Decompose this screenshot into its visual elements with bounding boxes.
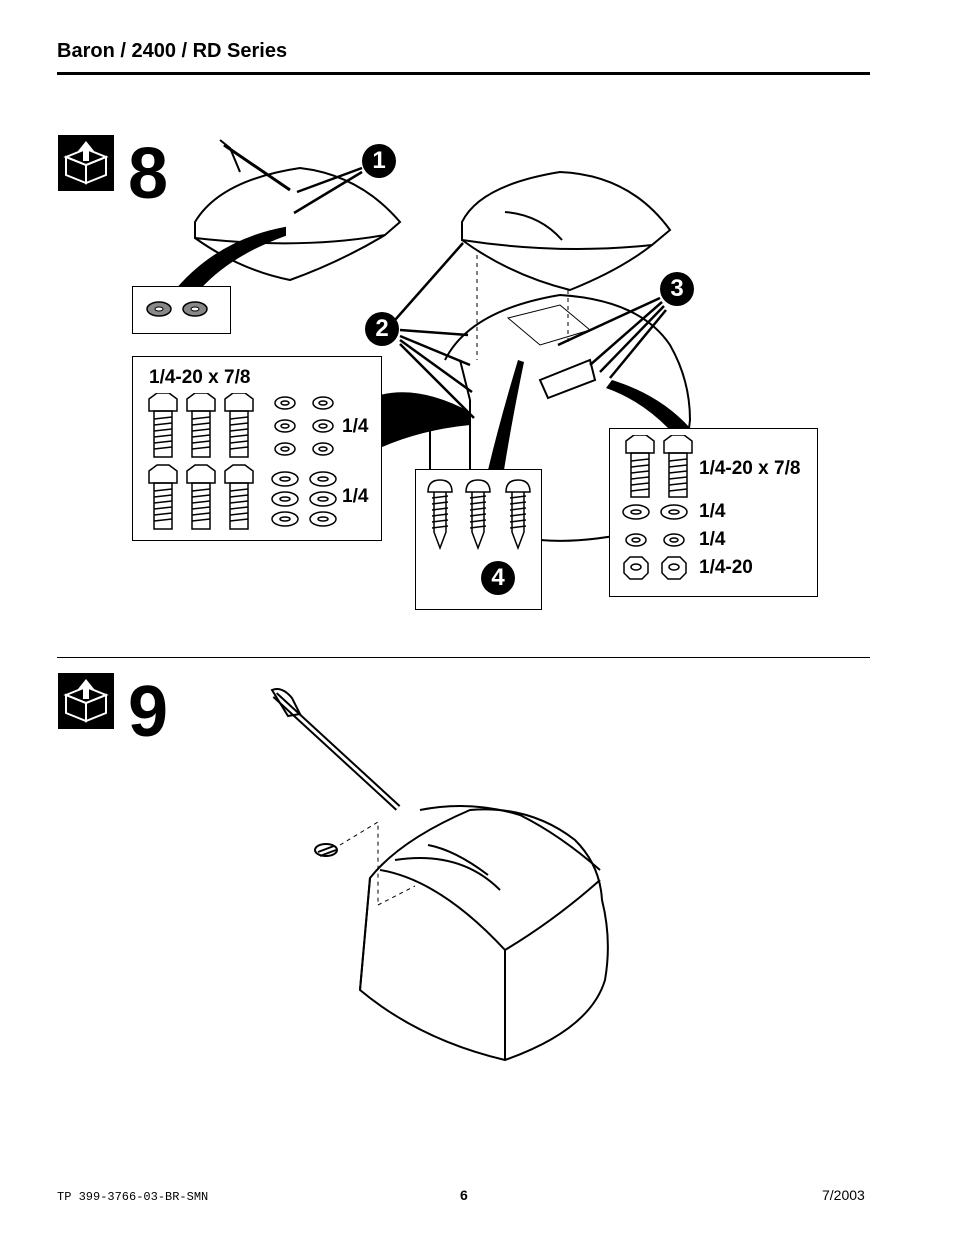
screw-box: 4 (415, 469, 542, 610)
open-box-icon (58, 673, 114, 729)
lock-washer-icon (271, 396, 337, 527)
bolt-icon (622, 435, 693, 580)
section-divider (57, 657, 870, 658)
step-number: 8 (128, 134, 169, 214)
lock-washer-size-label: 1/4 (699, 529, 726, 550)
header-divider (57, 72, 870, 75)
lock-washer-size-label: 1/4 (342, 416, 369, 437)
page-number: 6 (460, 1187, 468, 1203)
callout-2: 2 (365, 312, 399, 346)
washer-box-small (132, 286, 231, 334)
hardware-box-left: 1/4-20 x 7/8 (132, 356, 382, 541)
open-box-icon (58, 135, 114, 191)
bolt-size-label: 1/4-20 x 7/8 (699, 458, 801, 479)
callout-1: 1 (362, 144, 396, 178)
flat-washer-size-label: 1/4 (699, 501, 726, 522)
callout-3: 3 (660, 272, 694, 306)
hardware-box-right: 1/4-20 x 7/8 1/4 1/4 1/4-20 (609, 428, 818, 597)
page-title: Baron / 2400 / RD Series (57, 40, 288, 62)
washer-icon (146, 301, 208, 317)
nut-size-label: 1/4-20 (699, 557, 753, 578)
bolt-size-label: 1/4-20 x 7/8 (149, 367, 251, 388)
flat-washer-size-label: 1/4 (342, 486, 369, 507)
document-date: 7/2003 (822, 1187, 865, 1203)
screw-icon (427, 479, 531, 551)
bolt-icon (148, 393, 254, 530)
step-number: 9 (128, 672, 169, 752)
document-code: TP 399-3766-03-BR-SMN (57, 1190, 209, 1204)
callout-4: 4 (481, 561, 515, 595)
